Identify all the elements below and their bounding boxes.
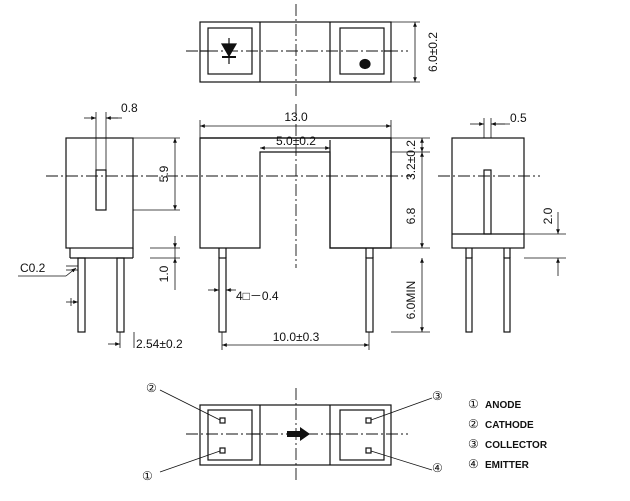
pin-spec-label: 4□－0.4 [236,289,279,303]
front-view [186,104,430,350]
pin-1-marker: ① [142,469,153,483]
pin-pad-collector [365,417,372,424]
top-view [186,4,420,98]
legend-num: ① [468,397,479,411]
pitch-label: 2.54±0.2 [136,337,183,351]
pin-3-marker: ③ [432,389,443,403]
height-dim-label: 6.0±0.2 [426,32,440,72]
width-label: 13.0 [284,110,308,124]
left-pin-rear [116,257,125,333]
right-pin-width-label: 0.5 [510,111,527,125]
right-view-body [451,137,525,249]
left-view-body [65,137,134,249]
pin-offset-label: 2.0 [541,207,555,224]
legend-name: CATHODE [485,420,534,431]
legend-name: ANODE [485,400,521,411]
bottom-view-body [199,404,392,466]
slot-depth-label: 6.8 [404,207,418,224]
phototransistor-icon [359,58,371,70]
front-pin-left [218,257,227,333]
legend-name: EMITTER [485,460,530,471]
top-view-body [199,21,392,83]
pin-spacing-label: 10.0±0.3 [273,330,320,344]
bottom-right-block [339,409,385,461]
chamfer-label: C0.2 [20,261,46,275]
right-pin-front [465,257,473,333]
front-view-outline [200,137,392,249]
pin-4-marker: ④ [432,461,443,475]
lower-height-label: 1.0 [157,265,171,282]
legend-num: ④ [468,457,479,471]
bottom-left-block [207,409,253,461]
right-side-view [438,118,566,333]
right-pin-shadow [483,169,492,235]
pin-width-label: 0.8 [121,101,138,115]
light-direction-arrow-icon [287,427,310,441]
legend-name: COLLECTOR [485,440,548,451]
left-side-view [18,112,200,348]
front-view-body [199,137,392,249]
left-pin-front [77,257,86,333]
legend-num: ③ [468,437,479,451]
slot-width-label: 5.0±0.2 [276,134,316,148]
upper-height-label: 5.9 [157,165,171,182]
pin-2-marker: ② [146,381,157,395]
pin-pad-cathode [219,417,226,424]
right-pin-rear [503,257,511,333]
pin-shadow [95,169,107,211]
pin-pad-anode [219,447,226,454]
legend-num: ② [468,417,479,431]
pin-legend: ① ANODE ② CATHODE ③ COLLECTOR ④ EMITTER [468,397,548,471]
pin-pad-emitter [365,447,372,454]
top-thickness-label: 3.2±0.2 [404,140,418,180]
pin-length-label: 6.0MIN [404,281,418,320]
front-pin-right [365,257,374,333]
bottom-view [159,388,433,482]
